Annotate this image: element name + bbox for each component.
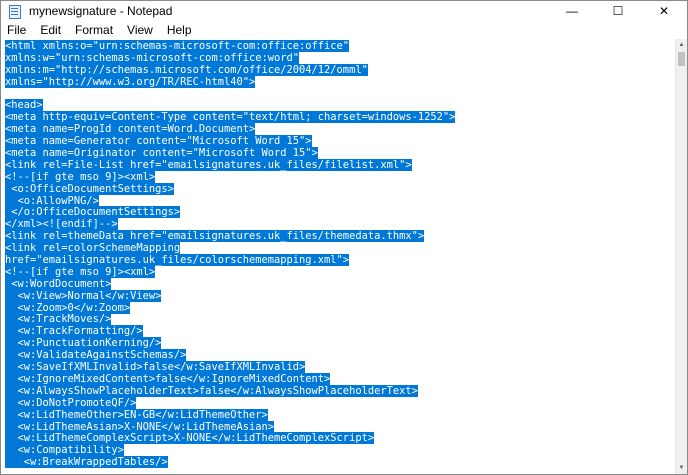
close-button[interactable]: ✕ xyxy=(641,1,687,21)
editor-content: <html xmlns:o="urn:schemas-microsoft-com… xyxy=(5,40,456,469)
code-line: <w:SaveIfXMLInvalid>false</w:SaveIfXMLIn… xyxy=(5,361,455,374)
minimize-icon: — xyxy=(566,4,578,18)
code-line: <w:AlwaysShowPlaceholderText>false</w:Al… xyxy=(5,384,455,398)
menu-edit[interactable]: Edit xyxy=(40,23,62,37)
code-line: <w:LidThemeOther>EN-GB</w:LidThemeOther> xyxy=(5,408,455,422)
selected-text: xmlns:w="urn:schemas-microsoft-com:offic… xyxy=(5,51,300,64)
selected-text: <o:OfficeDocumentSettings> xyxy=(5,182,174,195)
code-line: <w:BreakWrappedTables/> xyxy=(5,456,455,469)
vertical-scrollbar[interactable]: ▲ ▼ xyxy=(675,39,687,474)
selected-text: <!--[if gte mso 9]><xml> xyxy=(5,265,156,278)
code-line: <link rel=File-List href="emailsignature… xyxy=(5,158,455,172)
code-line: <w:LidThemeAsian>X-NONE</w:LidThemeAsian… xyxy=(5,420,455,434)
scroll-up-button[interactable]: ▲ xyxy=(676,39,687,51)
selected-text: href="emailsignatures.uk_files/colorsche… xyxy=(5,254,350,267)
selected-text: <w:DoNotPromoteQF/> xyxy=(5,396,137,409)
selected-text: <w:LidThemeComplexScript>X-NONE</w:LidTh… xyxy=(5,432,375,445)
selected-text: <meta name=Originator content="Microsoft… xyxy=(5,147,318,160)
code-line: <meta name=ProgId content=Word.Document> xyxy=(5,123,455,136)
code-line: <!--[if gte mso 9]><xml> xyxy=(5,170,455,184)
selected-text: <html xmlns:o="urn:schemas-microsoft-com… xyxy=(5,40,350,52)
selected-text: <w:WordDocument> xyxy=(5,277,112,290)
scroll-thumb[interactable] xyxy=(678,52,685,66)
window-title: mynewsignature - Notepad xyxy=(29,4,173,18)
code-line xyxy=(5,89,455,101)
selected-text: <w:LidThemeAsian>X-NONE</w:LidThemeAsian… xyxy=(5,420,274,433)
code-line: </xml><![endif]--> xyxy=(5,218,455,231)
notepad-icon xyxy=(8,4,22,19)
code-line: <w:LidThemeComplexScript>X-NONE</w:LidTh… xyxy=(5,432,455,445)
selected-text: <w:ValidateAgainstSchemas/> xyxy=(5,349,187,362)
close-icon: ✕ xyxy=(658,4,670,18)
code-line: </o:OfficeDocumentSettings> xyxy=(5,206,455,219)
triangle-up-icon: ▲ xyxy=(678,42,685,48)
selected-text: <w:SaveIfXMLInvalid>false</w:SaveIfXMLIn… xyxy=(5,361,306,374)
menu-format[interactable]: Format xyxy=(75,23,114,37)
code-line: <meta http-equiv=Content-Type content="t… xyxy=(5,111,456,124)
selected-text: <w:View>Normal</w:View> xyxy=(5,289,162,302)
selected-text: <w:BreakWrappedTables/> xyxy=(5,456,168,469)
code-line: xmlns:w="urn:schemas-microsoft-com:offic… xyxy=(5,51,455,65)
code-line: <o:OfficeDocumentSettings> xyxy=(5,182,455,196)
selected-text: <!--[if gte mso 9]><xml> xyxy=(5,170,156,183)
code-line: <w:DoNotPromoteQF/> xyxy=(5,396,455,410)
code-line: <w:PunctuationKerning/> xyxy=(5,337,455,350)
menu-bar: File Edit Format View Help xyxy=(1,21,687,39)
code-line: <link rel=themeData href="emailsignature… xyxy=(5,230,455,243)
selected-text: <meta http-equiv=Content-Type content="t… xyxy=(5,111,456,124)
code-line: xmlns="http://www.w3.org/TR/REC-html40"> xyxy=(5,75,455,89)
selected-text: </o:OfficeDocumentSettings> xyxy=(5,206,181,219)
code-line: <w:TrackMoves/> xyxy=(5,313,455,326)
code-line: href="emailsignatures.uk_files/colorsche… xyxy=(5,254,455,267)
triangle-down-icon: ▼ xyxy=(678,465,685,471)
text-editor[interactable]: <html xmlns:o="urn:schemas-microsoft-com… xyxy=(1,39,676,474)
selected-text: <w:TrackMoves/> xyxy=(5,313,112,326)
code-line: <meta name=Generator content="Microsoft … xyxy=(5,135,455,148)
selected-text: </xml><![endif]--> xyxy=(5,218,118,231)
selected-text: <w:LidThemeOther>EN-GB</w:LidThemeOther> xyxy=(5,408,268,421)
code-line: <o:AllowPNG/> xyxy=(5,194,455,208)
code-line: <meta name=Originator content="Microsoft… xyxy=(5,147,455,160)
selected-text: <w:AlwaysShowPlaceholderText>false</w:Al… xyxy=(5,384,418,397)
selected-text: <w:TrackFormatting/> xyxy=(5,325,143,338)
code-line: <!--[if gte mso 9]><xml> xyxy=(5,265,455,279)
code-line: <w:TrackFormatting/> xyxy=(5,325,455,338)
code-line: <w:Compatibility> xyxy=(5,444,455,457)
code-line: <link rel=colorSchemeMapping xyxy=(5,242,455,255)
selected-text: <head> xyxy=(5,99,43,112)
code-line: <head> xyxy=(5,99,455,112)
menu-view[interactable]: View xyxy=(127,23,153,37)
code-line: <w:WordDocument> xyxy=(5,277,455,291)
code-line: <w:View>Normal</w:View> xyxy=(5,289,455,303)
code-line: <w:IgnoreMixedContent>false</w:IgnoreMix… xyxy=(5,372,455,386)
code-line: <w:Zoom>0</w:Zoom> xyxy=(5,301,455,315)
selected-text: <link rel=themeData href="emailsignature… xyxy=(5,230,425,243)
code-line: <w:ValidateAgainstSchemas/> xyxy=(5,349,455,362)
selected-text: <w:Compatibility> xyxy=(5,444,124,457)
selected-text: xmlns:m="http://schemas.microsoft.com/of… xyxy=(5,63,368,76)
selected-text: <w:PunctuationKerning/> xyxy=(5,337,162,350)
selected-text: <meta name=ProgId content=Word.Document> xyxy=(5,123,256,136)
selected-text: <meta name=Generator content="Microsoft … xyxy=(5,135,312,148)
menu-file[interactable]: File xyxy=(7,23,27,37)
selected-text: <w:Zoom>0</w:Zoom> xyxy=(5,301,131,314)
code-line: xmlns:m="http://schemas.microsoft.com/of… xyxy=(5,63,455,77)
selected-text: <w:IgnoreMixedContent>false</w:IgnoreMix… xyxy=(5,372,331,385)
maximize-icon: ☐ xyxy=(612,4,624,18)
selected-text: xmlns="http://www.w3.org/TR/REC-html40"> xyxy=(5,75,256,88)
code-line: <html xmlns:o="urn:schemas-microsoft-com… xyxy=(5,40,455,53)
selected-text: <link rel=File-List href="emailsignature… xyxy=(5,158,412,171)
maximize-button[interactable]: ☐ xyxy=(595,1,641,21)
title-bar[interactable]: mynewsignature - Notepad — ☐ ✕ xyxy=(1,1,687,21)
selected-text: <link rel=colorSchemeMapping xyxy=(5,242,181,255)
scroll-down-button[interactable]: ▼ xyxy=(676,462,687,474)
menu-help[interactable]: Help xyxy=(166,23,192,37)
selected-text: <o:AllowPNG/> xyxy=(5,194,99,207)
minimize-button[interactable]: — xyxy=(549,1,595,21)
